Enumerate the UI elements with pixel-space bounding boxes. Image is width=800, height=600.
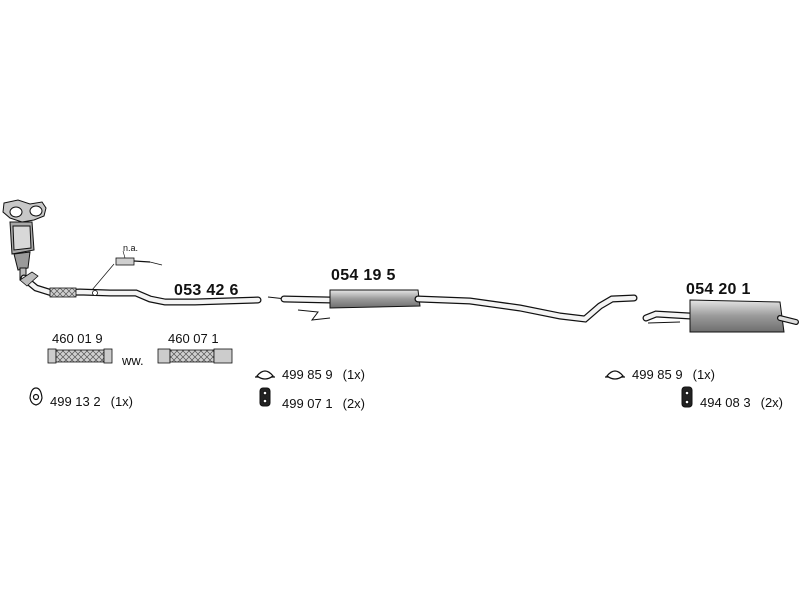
oxygen-sensor-label: n.a. bbox=[123, 243, 139, 253]
hardware-item: 499 85 9 (1x) bbox=[282, 368, 365, 381]
hardware-qty: (1x) bbox=[342, 367, 365, 382]
hardware-item: 499 13 2 (1x) bbox=[50, 395, 133, 408]
hardware-number: 499 85 9 bbox=[632, 367, 683, 382]
hardware-qty: (1x) bbox=[692, 367, 715, 382]
alternative-label: ww. bbox=[122, 353, 144, 368]
hardware-qty: (2x) bbox=[760, 395, 783, 410]
rubber-mount-icon bbox=[259, 387, 271, 407]
flex-pipe-left bbox=[47, 348, 113, 364]
rear-silencer bbox=[642, 299, 799, 333]
hardware-item: 499 85 9 (1x) bbox=[632, 368, 715, 381]
gasket-icon bbox=[29, 387, 43, 406]
hardware-number: 499 85 9 bbox=[282, 367, 333, 382]
clamp-icon bbox=[255, 370, 275, 380]
catalytic-converter bbox=[2, 199, 47, 281]
hardware-qty: (1x) bbox=[110, 394, 133, 409]
hardware-number: 499 07 1 bbox=[282, 396, 333, 411]
hardware-item: 499 07 1 (2x) bbox=[282, 397, 365, 410]
front-pipe-part-number: 053 42 6 bbox=[174, 282, 239, 299]
front-pipe bbox=[19, 271, 262, 306]
middle-pipe-part-number: 054 19 5 bbox=[331, 267, 396, 284]
clamp-icon bbox=[605, 370, 625, 380]
hardware-number: 494 08 3 bbox=[700, 395, 751, 410]
flex-right-part-number: 460 07 1 bbox=[168, 331, 219, 346]
hardware-number: 499 13 2 bbox=[50, 394, 101, 409]
oxygen-sensor bbox=[91, 250, 163, 291]
rear-silencer-part-number: 054 20 1 bbox=[686, 281, 751, 298]
hardware-item: 494 08 3 (2x) bbox=[700, 396, 783, 409]
rubber-mount-icon bbox=[681, 386, 693, 408]
flex-left-part-number: 460 01 9 bbox=[52, 331, 103, 346]
middle-pipe bbox=[267, 289, 638, 323]
flex-pipe-right bbox=[157, 348, 233, 364]
hardware-qty: (2x) bbox=[342, 396, 365, 411]
